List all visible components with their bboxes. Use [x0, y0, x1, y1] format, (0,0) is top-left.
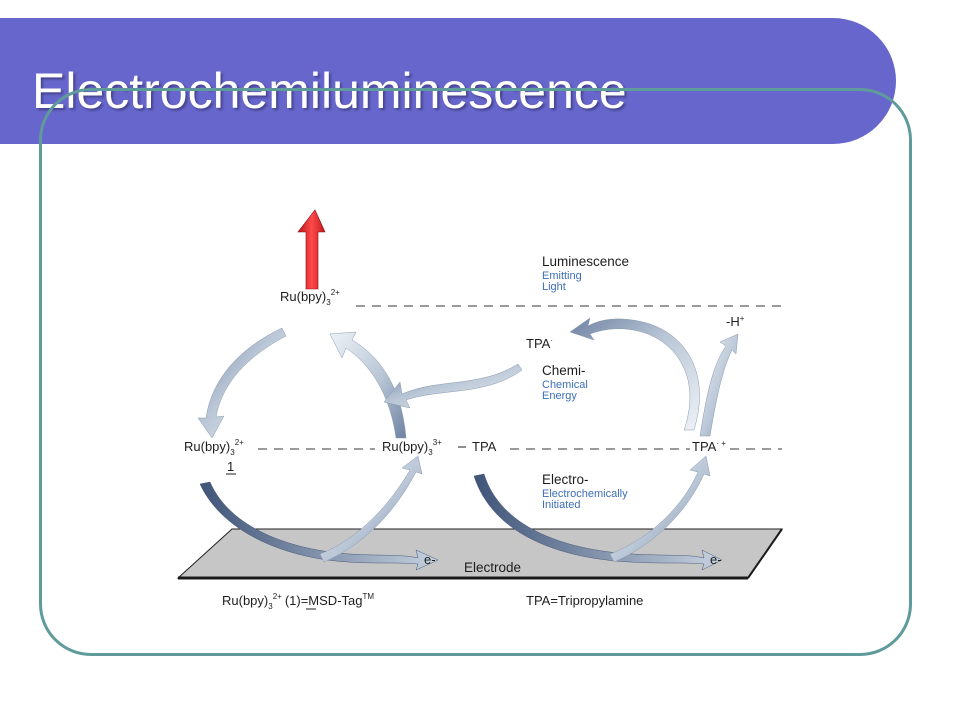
chemi-sub1: Chemical — [542, 379, 588, 391]
arrow-electro-oxidation-left — [199, 481, 439, 571]
ru-top-label: Ru(bpy)32+ — [280, 288, 340, 307]
footnote-tpa: TPA=Tripropylamine — [526, 593, 643, 608]
footnote-ru-msd-tag: Ru(bpy)32+(1)=MSD-TagTM — [222, 592, 374, 611]
luminescence-label: Luminescence — [542, 254, 629, 269]
tpa-radical-label: TPA· — [526, 336, 553, 351]
arrow-electrode-to-tpa-cation — [609, 455, 711, 563]
electro-label: Electro- — [542, 472, 589, 487]
arrow-top-to-left — [197, 327, 287, 439]
electrode-label: Electrode — [464, 560, 521, 575]
electron-left-label: e- — [424, 552, 436, 567]
electro-sub2: Initiated — [542, 499, 581, 511]
electrode-edge-right — [747, 528, 783, 579]
ecl-diagram-svg: Ru(bpy)32+ Ru(bpy)32+ 1 Ru(bpy)33+ TPA T… — [176, 209, 783, 611]
arrow-tpa-radical-chemi — [383, 363, 523, 409]
luminescence-sub1: Emitting — [542, 270, 582, 282]
arrow-deprotonation — [699, 333, 739, 437]
tpa-mid-label: TPA — [472, 439, 497, 454]
ru-left-label: Ru(bpy)32+ — [184, 438, 244, 457]
ecl-diagram: Ru(bpy)32+ Ru(bpy)32+ 1 Ru(bpy)33+ TPA T… — [170, 198, 790, 620]
title-underline — [0, 144, 848, 148]
arrow-tpa-cation-to-radical — [569, 317, 700, 431]
chemi-sub2: Energy — [542, 390, 577, 402]
title-bar: Electrochemiluminescence — [0, 18, 896, 148]
arrow-electro-oxidation-right — [473, 473, 723, 571]
slide-title: Electrochemiluminescence — [32, 63, 627, 119]
chemi-label: Chemi- — [542, 363, 586, 378]
electro-sub1: Electrochemically — [542, 488, 628, 500]
luminescence-sub2: Light — [542, 281, 566, 293]
minus-h-label: -H+ — [726, 314, 745, 329]
arrow-ru3-to-top — [329, 331, 407, 439]
slide-frame — [39, 88, 912, 656]
electron-right-label: e- — [710, 552, 722, 567]
ru-left-mark: 1 — [227, 459, 234, 474]
tpa-cation-label: TPA· + — [692, 439, 726, 454]
light-emission-arrow — [297, 209, 326, 290]
ru-right-label: Ru(bpy)33+ — [382, 438, 442, 457]
